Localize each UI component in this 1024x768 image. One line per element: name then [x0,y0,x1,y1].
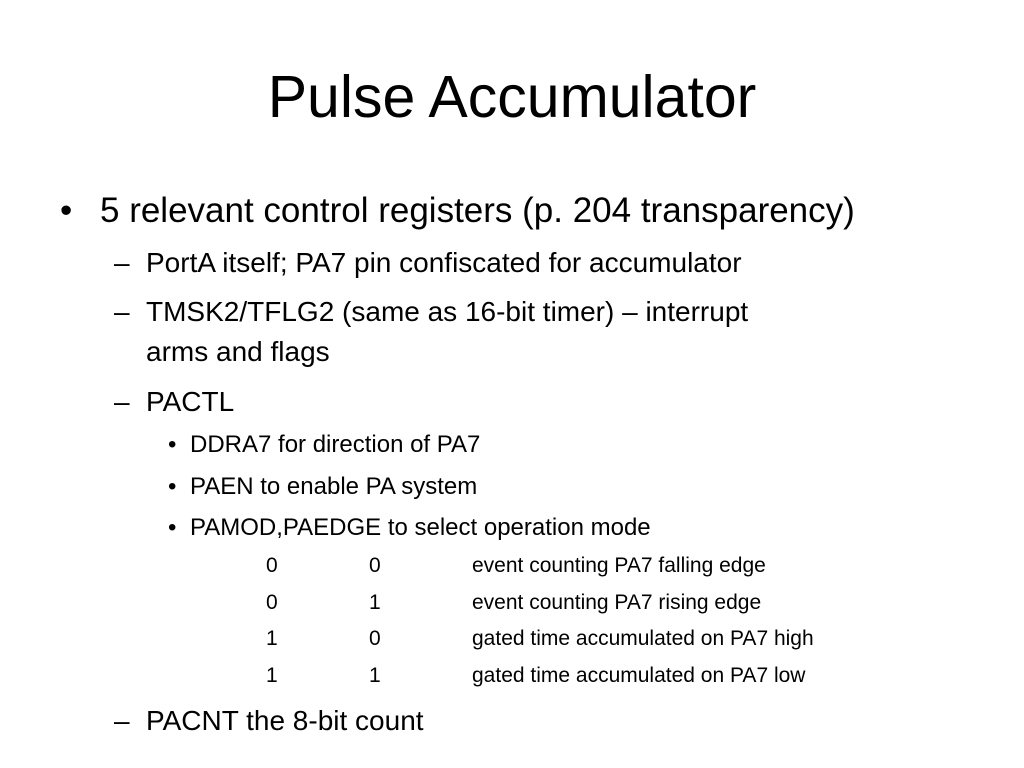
mode-pamod: 0 [266,591,278,614]
mode-description: event counting PA7 rising edge [472,591,762,614]
small-bullet-marker: • [168,473,177,500]
mode-description: gated time accumulated on PA7 high [472,627,814,650]
mode-table-row: 0 1 event counting PA7 rising edge [0,590,1024,616]
subbullet-pacnt: PACNT the 8-bit count [146,705,424,736]
mode-paedge: 0 [369,554,381,577]
mode-pamod: 1 [266,627,278,650]
pactl-item-paen: PAEN to enable PA system [190,473,478,500]
bullet-marker: • [60,191,73,230]
subbullet-tmsk2-line2: arms and flags [146,336,330,367]
mode-paedge: 0 [369,627,381,650]
small-bullet-marker: • [168,514,177,541]
pactl-item-ddra7: DDRA7 for direction of PA7 [190,431,481,458]
mode-description: event counting PA7 falling edge [472,554,766,577]
mode-paedge: 1 [369,591,381,614]
mode-table-row: 0 0 event counting PA7 falling edge [0,553,1024,579]
dash-marker: – [114,386,130,417]
subbullet-tmsk2-line1: TMSK2/TFLG2 (same as 16-bit timer) – int… [146,296,749,327]
pactl-item-pamod: PAMOD,PAEDGE to select operation mode [190,514,651,541]
mode-description: gated time accumulated on PA7 low [472,664,806,687]
mode-pamod: 0 [266,554,278,577]
mode-paedge: 1 [369,664,381,687]
dash-marker: – [114,247,130,278]
bullet-text: 5 relevant control registers (p. 204 tra… [100,191,855,230]
slide-title: Pulse Accumulator [267,64,757,130]
dash-marker: – [114,705,130,736]
mode-table-row: 1 0 gated time accumulated on PA7 high [0,626,1024,652]
small-bullet-marker: • [168,431,177,458]
subbullet-pactl: PACTL [146,386,235,417]
dash-marker: – [114,296,130,327]
subbullet-porta: PortA itself; PA7 pin confiscated for ac… [146,247,742,278]
mode-table-row: 1 1 gated time accumulated on PA7 low [0,663,1024,689]
mode-pamod: 1 [266,664,278,687]
